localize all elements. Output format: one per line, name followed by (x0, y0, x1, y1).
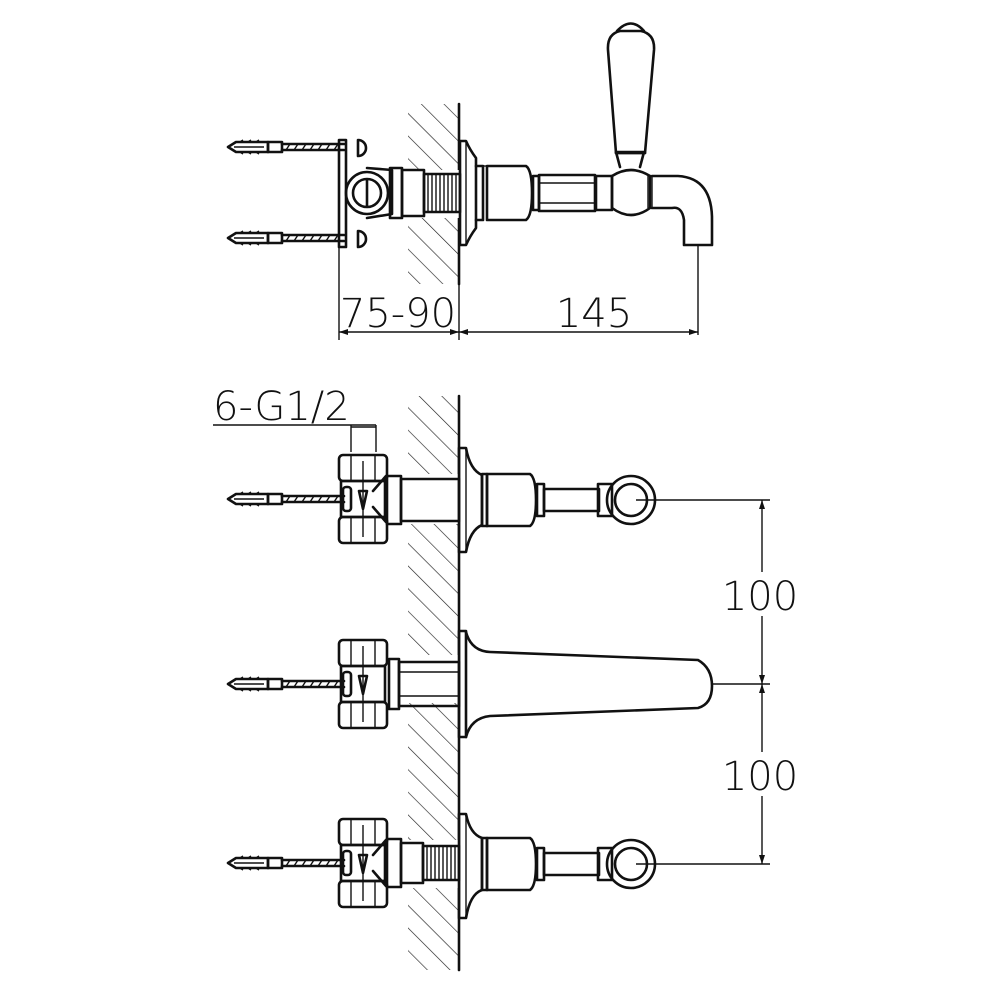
side-view (226, 22, 714, 340)
lever-handle (606, 29, 656, 155)
ball-joint (610, 168, 652, 217)
valve-body-circle (344, 170, 390, 216)
dim-label-lower-spacing: 100 (722, 754, 798, 800)
handle-cap (615, 22, 646, 33)
dim-label-wall-depth: 75-90 (340, 291, 456, 337)
in-wall-valve-body (337, 817, 389, 909)
upper-valve-assembly (226, 446, 657, 554)
wall-anchor-icon (226, 490, 346, 508)
wall-anchor-icon (226, 229, 346, 247)
dim-label-thread-size: 6-G1/2 (213, 384, 350, 430)
spout-assembly (226, 629, 714, 739)
lower-valve-assembly (226, 812, 657, 920)
wall-anchor-icon (226, 675, 346, 693)
in-wall-valve-body (337, 453, 389, 545)
in-wall-valve-body (337, 638, 389, 730)
valve-cover (485, 164, 534, 222)
wall-flange (458, 139, 478, 247)
wall-anchor-icon (226, 138, 346, 156)
screw-head-icon (356, 138, 368, 158)
screw-head-icon (356, 229, 368, 249)
front-spout (464, 630, 714, 739)
dim-label-projection: 145 (556, 291, 632, 337)
wall-anchor-icon (226, 854, 346, 872)
front-view (213, 394, 770, 972)
side-spout (650, 174, 714, 247)
dim-label-upper-spacing: 100 (722, 574, 798, 620)
